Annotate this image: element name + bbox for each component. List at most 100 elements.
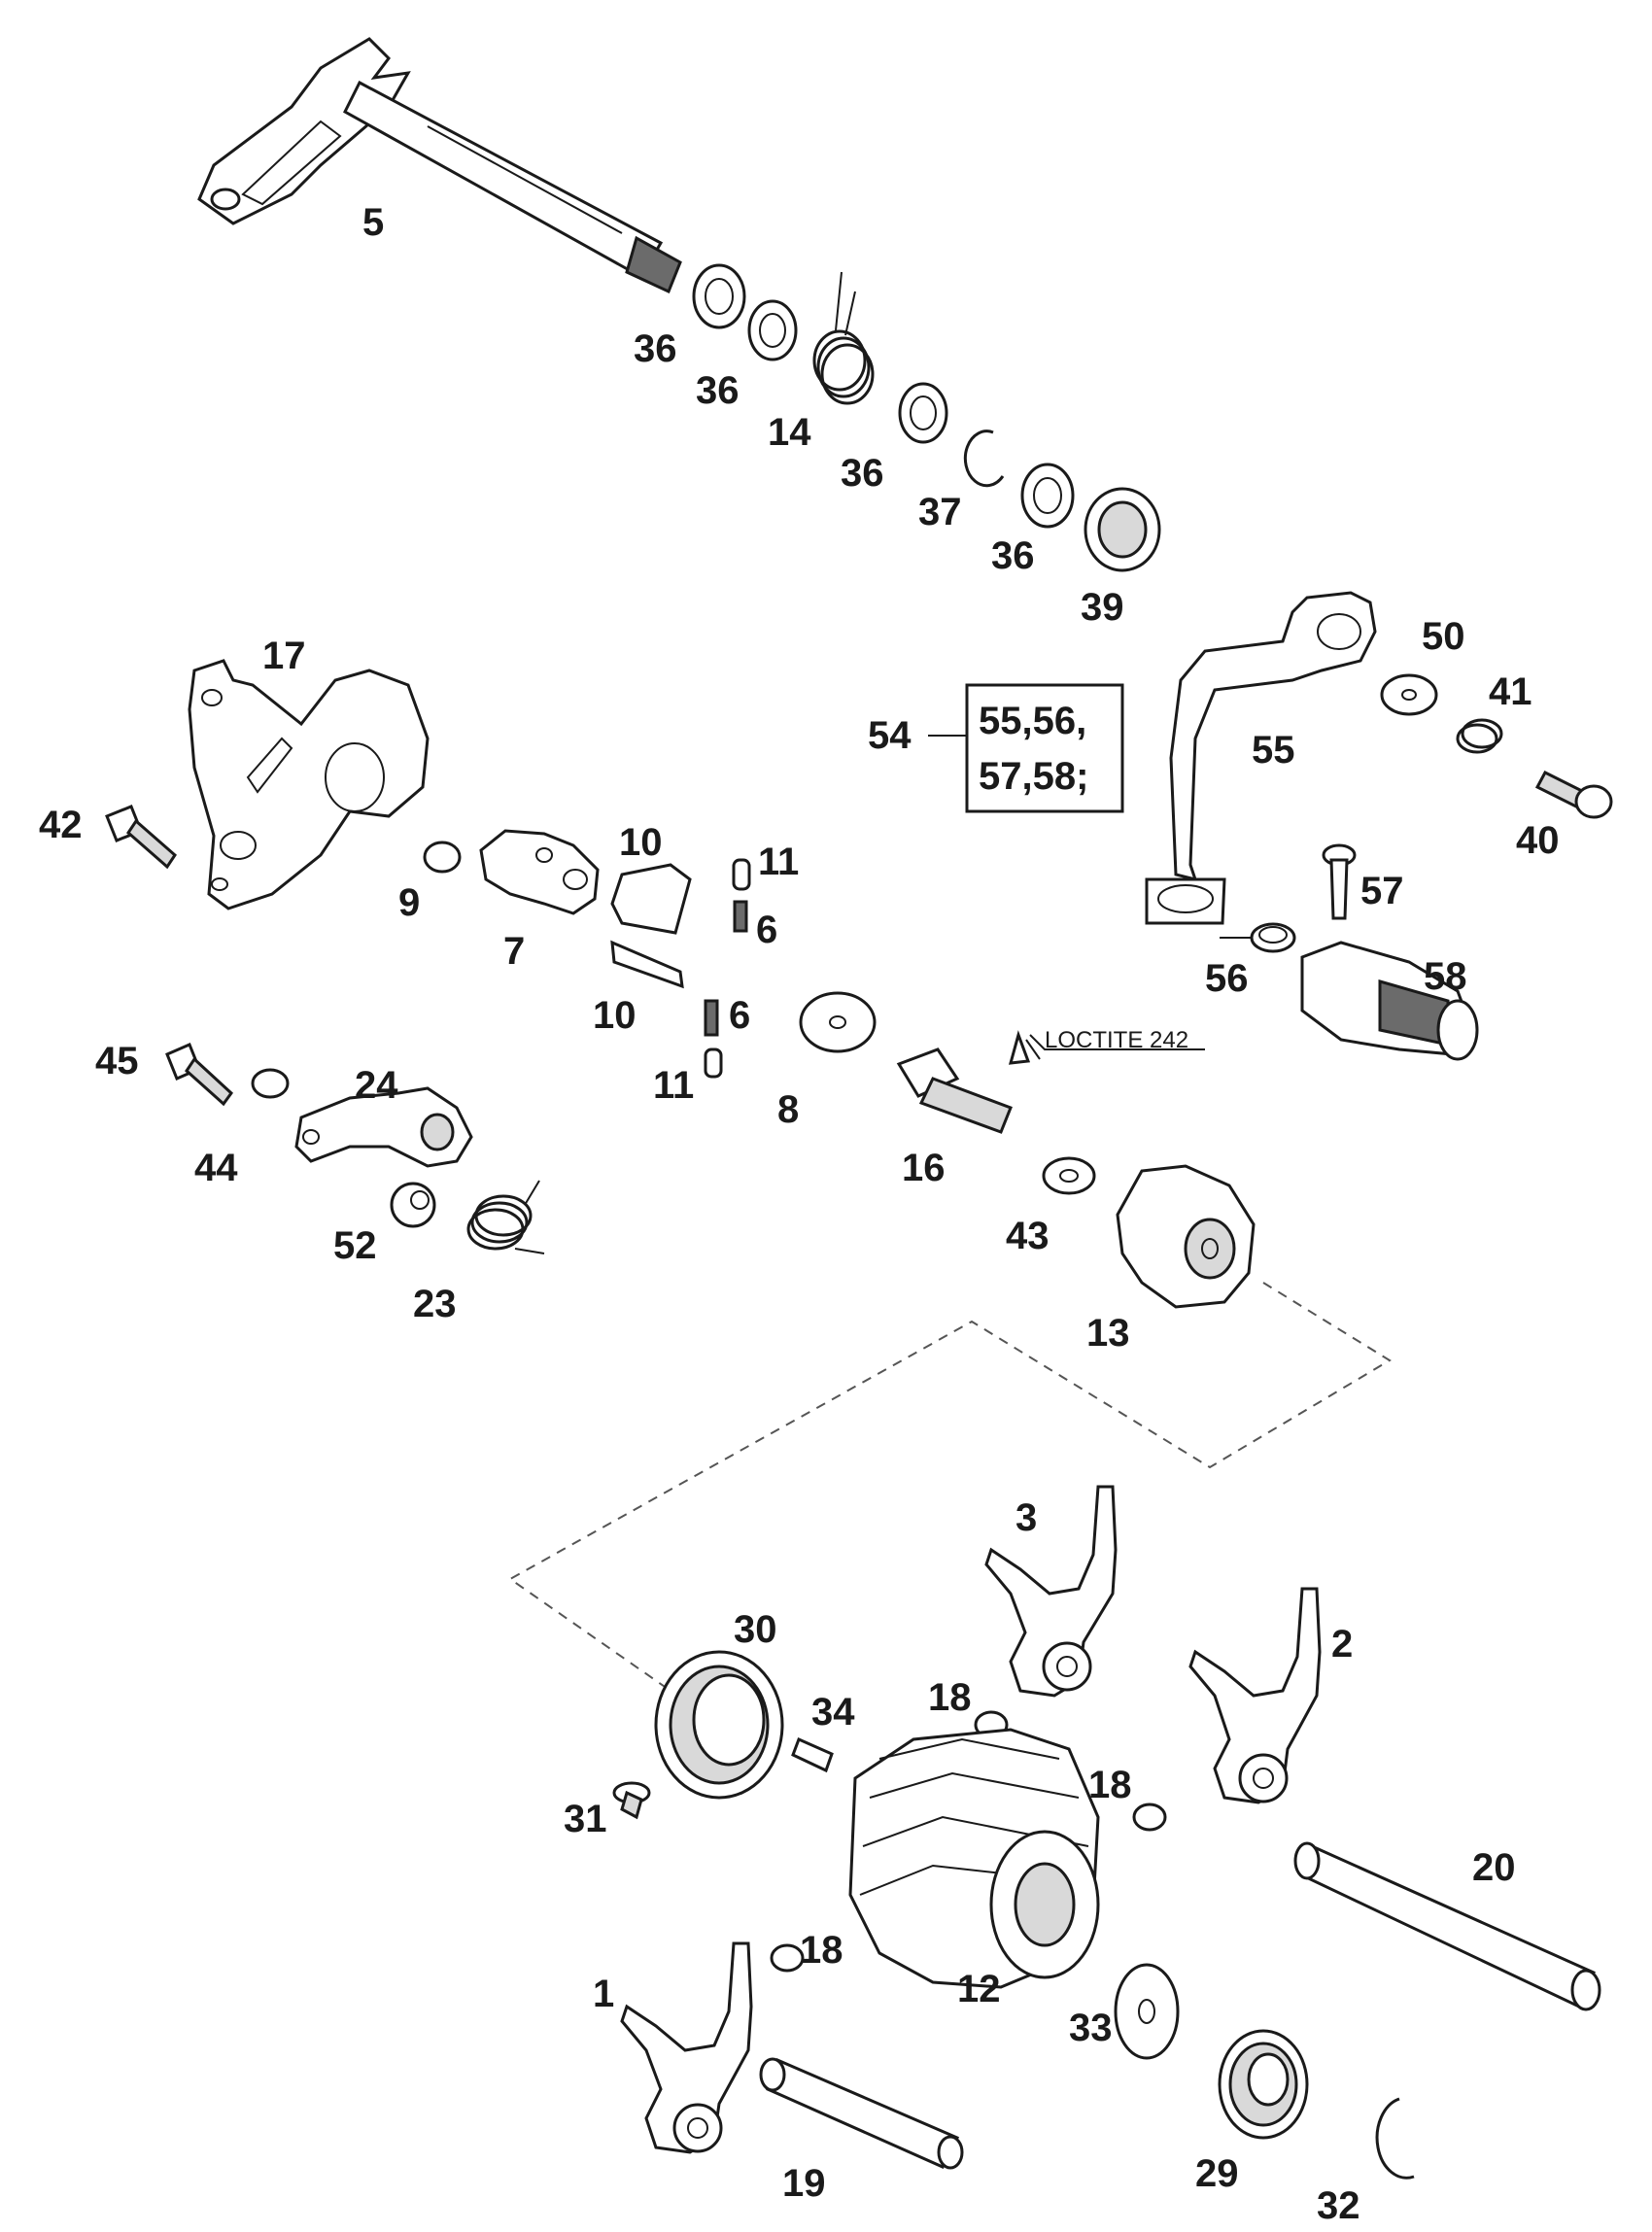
part-32-circlip bbox=[1375, 2097, 1415, 2180]
part-16-bolt bbox=[896, 1047, 1013, 1134]
label-part-33: 33 bbox=[1069, 2007, 1113, 2049]
part-2-shift-fork bbox=[1188, 1587, 1322, 1804]
label-part-20: 20 bbox=[1472, 1846, 1516, 1889]
label-part-2: 2 bbox=[1331, 1623, 1353, 1665]
label-part-24: 24 bbox=[355, 1064, 398, 1107]
kit-contents-box bbox=[965, 683, 1124, 813]
label-part-1: 1 bbox=[593, 1973, 614, 2015]
label-part-8: 8 bbox=[777, 1088, 799, 1131]
label-part-5: 5 bbox=[362, 201, 384, 244]
label-part-11: 11 bbox=[653, 1064, 694, 1107]
label-part-36: 36 bbox=[841, 452, 884, 495]
label-part-14: 14 bbox=[768, 411, 811, 454]
label-part-57: 57 bbox=[1360, 870, 1404, 912]
part-7-shift-pawl bbox=[479, 829, 600, 915]
part-41-spring bbox=[1456, 718, 1503, 754]
label-part-29: 29 bbox=[1195, 2152, 1239, 2195]
part-42-bolt bbox=[105, 805, 177, 870]
label-part-19: 19 bbox=[782, 2162, 826, 2205]
label-part-13: 13 bbox=[1086, 1312, 1130, 1355]
label-part-30: 30 bbox=[734, 1608, 777, 1651]
label-part-43: 43 bbox=[1006, 1215, 1050, 1257]
part-31-screw bbox=[612, 1781, 651, 1820]
label-part-18: 18 bbox=[800, 1929, 843, 1972]
label-part-36: 36 bbox=[696, 369, 740, 412]
part-24-locking-lever bbox=[294, 1086, 473, 1168]
label-part-3: 3 bbox=[1015, 1496, 1037, 1539]
part-55-shift-lever bbox=[1145, 591, 1377, 925]
part-36-washer-a bbox=[692, 263, 746, 329]
label-part-44: 44 bbox=[194, 1147, 238, 1189]
label-part-56: 56 bbox=[1205, 957, 1249, 1000]
loctite-leader-line bbox=[1025, 1034, 1205, 1060]
label-part-42: 42 bbox=[39, 804, 83, 846]
part-1-shift-fork bbox=[620, 1941, 753, 2154]
label-part-50: 50 bbox=[1422, 615, 1465, 658]
part-36-washer-b bbox=[747, 299, 798, 361]
label-part-32: 32 bbox=[1317, 2184, 1360, 2227]
part-36-washer-c bbox=[898, 382, 948, 444]
loctite-note: LOCTITE 242 bbox=[1045, 1027, 1188, 1053]
label-part-9: 9 bbox=[398, 881, 420, 924]
label-part-40: 40 bbox=[1516, 819, 1560, 862]
part-8-washer bbox=[799, 991, 877, 1053]
part-6-spring-a bbox=[733, 900, 748, 933]
part-3-shift-fork bbox=[984, 1485, 1118, 1698]
label-part-31: 31 bbox=[564, 1798, 607, 1840]
label-part-7: 7 bbox=[503, 930, 525, 973]
label-part-12: 12 bbox=[957, 1968, 1001, 2010]
part-5-shift-shaft bbox=[197, 37, 682, 294]
part-6-spring-b bbox=[704, 999, 719, 1037]
label-part-23: 23 bbox=[413, 1283, 457, 1325]
label-part-17: 17 bbox=[262, 635, 306, 677]
part-19-fork-shaft bbox=[759, 2057, 964, 2170]
label-part-36: 36 bbox=[634, 327, 677, 370]
part-30-bearing bbox=[654, 1650, 784, 1800]
label-part-39: 39 bbox=[1081, 586, 1124, 629]
label-part-16: 16 bbox=[902, 1147, 946, 1189]
part-10-slide-block-b bbox=[610, 940, 684, 989]
part-14-return-spring bbox=[812, 271, 875, 405]
label-part-6: 6 bbox=[756, 909, 777, 951]
part-18-roller-b bbox=[1132, 1803, 1167, 1832]
part-44-washer bbox=[251, 1068, 290, 1099]
part-40-bolt bbox=[1534, 771, 1613, 819]
part-39-seal-ring bbox=[1084, 487, 1161, 572]
part-9-washer bbox=[423, 841, 462, 874]
loctite-drop-icon bbox=[1008, 1030, 1031, 1065]
label-part-41: 41 bbox=[1489, 670, 1532, 713]
label-part-11: 11 bbox=[758, 841, 799, 883]
part-34-pin bbox=[791, 1736, 834, 1773]
label-part-36: 36 bbox=[991, 534, 1035, 577]
label-part-52: 52 bbox=[333, 1224, 377, 1267]
label-part-34: 34 bbox=[811, 1691, 855, 1734]
label-part-6: 6 bbox=[729, 994, 750, 1037]
part-11-pin-a bbox=[732, 858, 751, 891]
part-17-shift-plate bbox=[188, 659, 430, 910]
part-23-spring bbox=[466, 1180, 545, 1254]
part-58-foot-peg bbox=[1300, 941, 1479, 1061]
part-12-shift-drum bbox=[848, 1728, 1100, 1989]
assembly-outline bbox=[508, 1282, 1392, 1692]
part-36-washer-d bbox=[1020, 463, 1075, 529]
part-11-pin-b bbox=[704, 1047, 723, 1079]
part-33-washer bbox=[1114, 1963, 1180, 2060]
part-29-bearing bbox=[1218, 2029, 1309, 2140]
kit-box-line-2: 57,58; bbox=[979, 755, 1088, 798]
kit-box-line-1: 55,56, bbox=[979, 700, 1086, 742]
label-part-37: 37 bbox=[918, 491, 962, 533]
label-part-54: 54 bbox=[868, 714, 912, 757]
part-50-washer bbox=[1380, 673, 1438, 716]
part-56-ring bbox=[1250, 922, 1296, 953]
part-57-pin bbox=[1322, 843, 1357, 920]
label-part-18: 18 bbox=[928, 1676, 972, 1719]
part-45-bolt bbox=[165, 1043, 233, 1107]
label-part-55: 55 bbox=[1252, 729, 1295, 772]
part-43-washer bbox=[1042, 1156, 1096, 1195]
label-part-58: 58 bbox=[1424, 955, 1467, 998]
label-part-10: 10 bbox=[593, 994, 637, 1037]
part-20-fork-shaft bbox=[1293, 1841, 1601, 2011]
part-13-shift-drum-locator bbox=[1116, 1164, 1256, 1309]
part-37-circlip bbox=[963, 429, 1005, 488]
